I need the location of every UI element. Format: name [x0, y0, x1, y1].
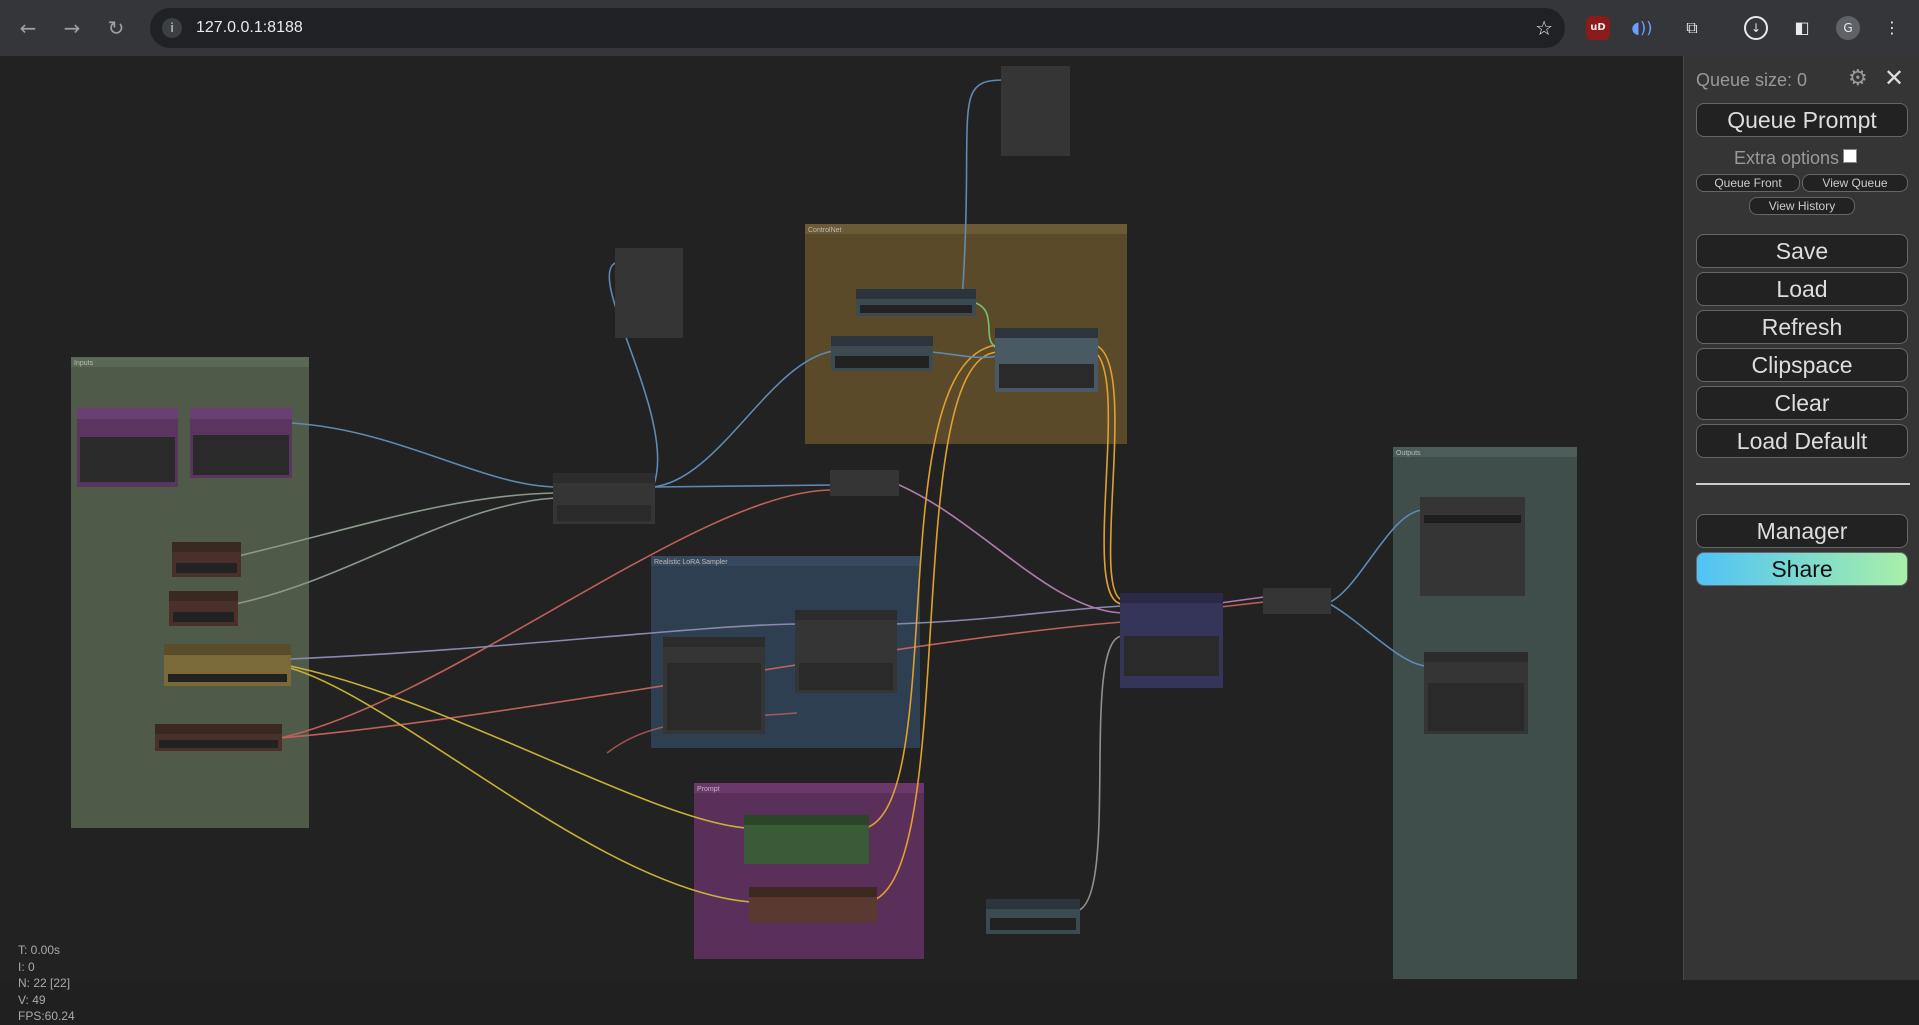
node-load-image-2[interactable]: [190, 408, 292, 478]
stat-nodes: N: 22 [22]: [18, 976, 71, 990]
group-outputs-title: Outputs: [1396, 450, 1421, 457]
stat-fps: FPS:60.24: [18, 1009, 75, 1023]
node-preview-small[interactable]: [615, 248, 683, 338]
node-reroute-out[interactable]: [1263, 588, 1331, 614]
group-prompt-title: Prompt: [697, 786, 720, 793]
node-controlnet-loader-2[interactable]: [831, 336, 933, 371]
node-reroute-mid[interactable]: [830, 470, 899, 496]
node-load-image-1[interactable]: [77, 408, 178, 487]
share-button[interactable]: Share: [1696, 552, 1908, 586]
stat-time: T: 0.00s: [18, 943, 61, 957]
queue-front-button[interactable]: Queue Front: [1696, 174, 1800, 192]
url-text[interactable]: 127.0.0.1:8188: [196, 19, 303, 36]
extra-options-checkbox[interactable]: [1843, 149, 1858, 163]
refresh-button[interactable]: Refresh: [1696, 310, 1908, 344]
save-button[interactable]: Save: [1696, 234, 1908, 268]
view-queue-button[interactable]: View Queue: [1802, 174, 1908, 192]
bookmark-star-icon[interactable]: ☆: [1535, 16, 1553, 40]
node-links: [234, 79, 1428, 912]
chrome-menu-icon[interactable]: ⋮: [1884, 18, 1900, 37]
group-prompt[interactable]: Prompt: [694, 783, 924, 959]
browser-toolbar: ← → ↻ i 127.0.0.1:8188 ☆ uD ◖)) ⧉ ↓ ◧ G …: [0, 0, 1919, 56]
queue-prompt-button[interactable]: Queue Prompt: [1696, 103, 1908, 137]
queue-size-label: Queue size: 0: [1696, 70, 1808, 90]
group-inputs-title: Inputs: [74, 360, 94, 367]
extensions-puzzle-icon[interactable]: ⧉: [1686, 18, 1698, 37]
settings-gear-icon[interactable]: ⚙: [1848, 66, 1868, 91]
group-controlnet-title: ControlNet: [808, 227, 842, 234]
node-vae-decode[interactable]: [1120, 593, 1223, 688]
node-preview-image[interactable]: [1424, 652, 1528, 734]
node-controlnet-loader-1[interactable]: [856, 289, 976, 316]
manager-button[interactable]: Manager: [1696, 514, 1908, 548]
group-ksampler-title: Realistic LoRA Sampler: [654, 559, 728, 566]
side-panel-icon[interactable]: ◧: [1794, 18, 1810, 37]
comfy-menu: Queue size: 0 ⚙ ✕ Queue Prompt Extra opt…: [1683, 56, 1919, 980]
extra-options-label: Extra options: [1734, 148, 1840, 168]
stat-iterations: I: 0: [18, 959, 35, 974]
ublock-origin-icon[interactable]: uD: [1586, 16, 1610, 40]
node-primitive-1[interactable]: [172, 542, 241, 577]
site-info-icon[interactable]: i: [162, 18, 182, 38]
node-empty-latent[interactable]: [986, 899, 1080, 934]
clipspace-button[interactable]: Clipspace: [1696, 348, 1908, 382]
load-button[interactable]: Load: [1696, 272, 1908, 306]
audio-extension-icon[interactable]: ◖)): [1631, 18, 1653, 37]
close-menu-icon[interactable]: ✕: [1884, 64, 1905, 92]
forward-arrow-icon[interactable]: →: [63, 16, 81, 40]
node-graph-canvas[interactable]: Inputs ControlNet Realistic LoRA Sampler…: [0, 56, 1683, 1023]
node-image-resize[interactable]: [553, 473, 655, 524]
node-apply-controlnet[interactable]: [995, 328, 1098, 392]
address-bar[interactable]: i 127.0.0.1:8188 ☆: [150, 8, 1565, 48]
stat-vertices: V: 49: [18, 992, 46, 1007]
back-arrow-icon[interactable]: ←: [19, 16, 37, 40]
clear-button[interactable]: Clear: [1696, 386, 1908, 420]
extra-options-toggle[interactable]: Extra options: [1734, 148, 1858, 169]
reload-icon[interactable]: ↻: [107, 16, 125, 40]
view-history-button[interactable]: View History: [1749, 197, 1855, 215]
node-ksampler-1[interactable]: [795, 610, 897, 693]
graph-svg[interactable]: Inputs ControlNet Realistic LoRA Sampler…: [0, 56, 1683, 980]
node-preview-top[interactable]: [1001, 66, 1070, 156]
node-positive-prompt[interactable]: [744, 815, 869, 864]
node-ksampler-2[interactable]: [663, 637, 765, 734]
render-stats: T: 0.00s I: 0 N: 22 [22] V: 49 FPS:60.24: [18, 942, 75, 1025]
node-vae-loader[interactable]: [155, 724, 282, 751]
menu-divider: [1696, 483, 1910, 485]
node-negative-prompt[interactable]: [749, 887, 877, 922]
node-save-image[interactable]: [1420, 497, 1525, 596]
node-checkpoint-loader[interactable]: [164, 644, 291, 686]
load-default-button[interactable]: Load Default: [1696, 424, 1908, 458]
node-primitive-2[interactable]: [169, 591, 238, 626]
download-icon[interactable]: ↓: [1744, 16, 1768, 40]
profile-avatar[interactable]: G: [1836, 16, 1860, 40]
